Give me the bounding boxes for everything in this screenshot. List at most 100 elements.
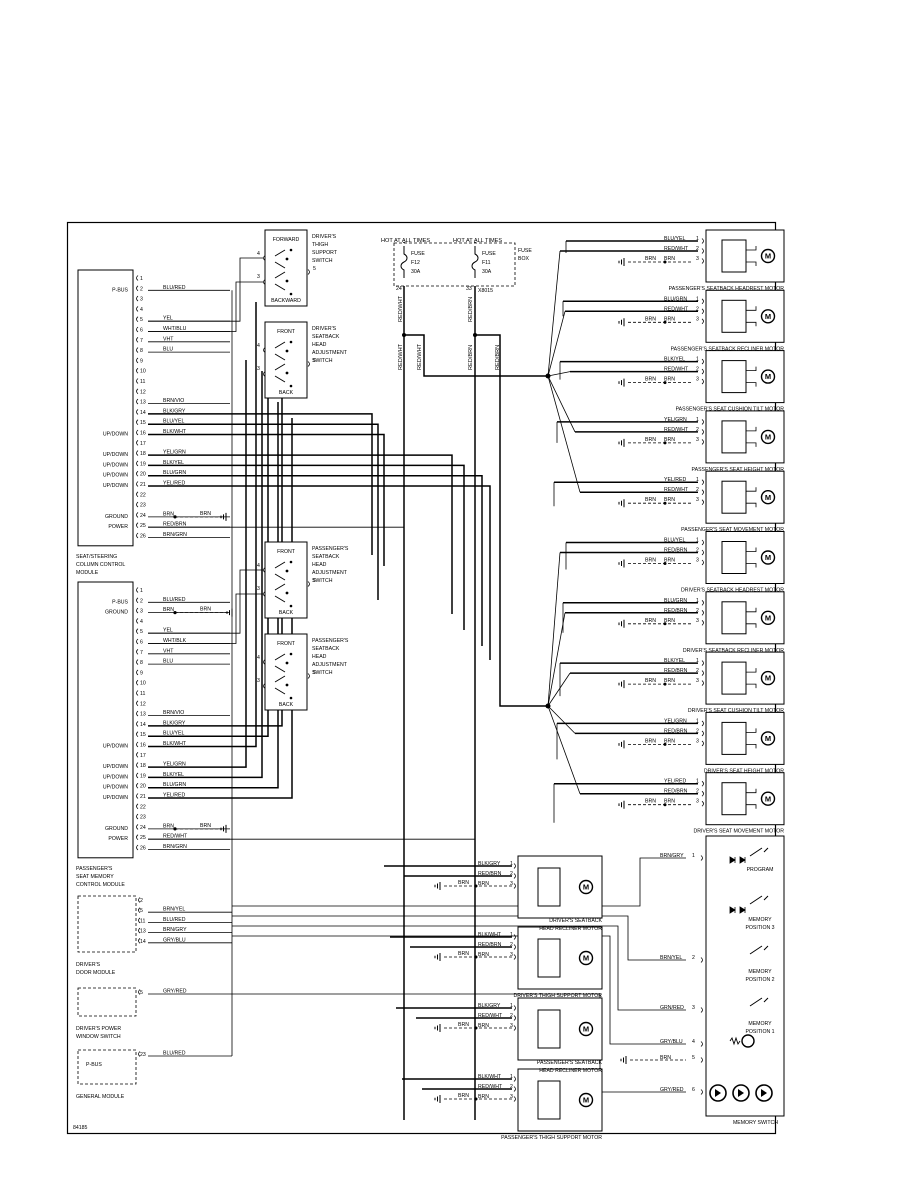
module-box-pass_memory — [77, 581, 134, 859]
motor-symbol: M — [765, 794, 771, 803]
motor-pin-number: 3 — [696, 256, 699, 262]
motor-wire-label: BRN — [664, 497, 675, 503]
switch-pin-label: 3 — [257, 274, 260, 280]
ground-icon — [618, 378, 625, 387]
switch-contact-icon — [274, 363, 286, 383]
switch-name: HEAD — [312, 562, 327, 568]
motor-winding-icon — [721, 541, 747, 574]
wire-label: BLU/RED — [163, 285, 186, 291]
motor-icon — [760, 791, 776, 806]
connector-icon — [701, 549, 704, 556]
motor-wire-label: RED/BRN — [478, 871, 502, 877]
switch-name: SWITCH — [312, 578, 333, 584]
splice-branch — [547, 311, 566, 377]
connector-icon — [136, 669, 139, 676]
ground-wire-label: BRN — [645, 497, 656, 503]
fuse-icon — [400, 246, 408, 278]
ground-icon — [618, 258, 625, 266]
motor-lead — [746, 366, 757, 387]
module-name: SEAT/STEERING — [76, 554, 117, 560]
module-box-window — [77, 987, 137, 1017]
motor-symbol: M — [765, 312, 771, 321]
motor-pin-number: 2 — [510, 1084, 513, 1090]
pin-number: 3 — [140, 297, 143, 303]
wire-label-red-wht: RED/WHT — [398, 295, 404, 322]
pin-number: 2 — [140, 286, 143, 292]
wire-label-red-brn: RED/BRN — [495, 345, 501, 370]
connector-icon — [513, 1086, 516, 1092]
pin-number: 8 — [140, 348, 143, 354]
motor-icon — [760, 369, 776, 384]
pin-number: 11 — [140, 379, 145, 385]
connector-icon — [263, 659, 266, 665]
switch-bottom-label: BACK — [279, 702, 294, 708]
splice-dot — [402, 333, 406, 337]
memory-switch-label: POSITION 3 — [745, 925, 774, 931]
motor-wire-label: RED/BRN — [664, 789, 688, 795]
ground-wire-label: BRN — [645, 678, 656, 684]
ground-wire-label: BRN — [200, 607, 211, 613]
module-name: WINDOW SWITCH — [76, 1034, 121, 1040]
connector-icon — [136, 648, 139, 655]
connector-icon — [138, 897, 141, 903]
module-signal-label: UP/DOWN — [103, 785, 128, 791]
wire-label: VHT — [163, 648, 174, 654]
connector-id-label: X8015 — [478, 288, 493, 294]
switch-contact-dot — [289, 248, 293, 252]
connector-icon — [136, 803, 139, 810]
connector-icon — [136, 762, 139, 768]
harness-wire — [148, 413, 373, 555]
motor-lead — [746, 668, 757, 689]
pin-number: 11 — [140, 691, 145, 697]
switch-pin-label: 5 — [313, 670, 316, 676]
red-wht-branch — [404, 334, 548, 377]
pin-number: 12 — [140, 389, 146, 395]
switch-pivot-icon — [285, 349, 289, 353]
fuse-f12-label: 30A — [411, 269, 421, 275]
switch-top-label: FORWARD — [273, 237, 300, 243]
connector-icon — [263, 683, 266, 689]
memory-contact-icon — [749, 847, 769, 857]
motor-wire-label: BRN — [664, 316, 675, 322]
motor-winding-icon — [721, 239, 747, 273]
wire-label-red-wht: RED/WHT — [417, 343, 423, 370]
pin-number: 23 — [140, 815, 146, 821]
harness-wire — [148, 433, 385, 566]
wire-label: BLK/WHT — [163, 741, 187, 747]
connector-icon — [701, 730, 704, 737]
motor-pin-number: 3 — [696, 738, 699, 744]
memory-pin-number: 3 — [692, 1005, 695, 1011]
motor-winding-icon — [721, 480, 747, 514]
pin-number: 26 — [140, 846, 146, 852]
ground-icon — [618, 619, 625, 628]
motor-symbol: M — [765, 734, 771, 743]
connector-icon — [701, 559, 704, 566]
wire-layer — [148, 240, 784, 1120]
wire-label: BLU/YEL — [163, 731, 184, 737]
ground-wire-label: BRN — [645, 738, 656, 744]
module-name: DRIVER'S POWER — [76, 1026, 121, 1032]
motor-pin-number: 1 — [696, 417, 699, 423]
connector-icon — [136, 316, 139, 323]
switch-name: ADJUSTMENT — [312, 570, 348, 576]
motor-wire-label: BRN — [664, 678, 675, 684]
motor-pin-number: 1 — [510, 1074, 513, 1080]
pin-number: 5 — [140, 629, 143, 635]
memory-feed — [232, 925, 686, 1011]
connector-icon — [513, 944, 516, 950]
switch-pin-label: 4 — [257, 655, 260, 661]
ground-wire-label: BRN — [458, 880, 469, 886]
connector-icon — [701, 670, 704, 676]
motor-icon — [578, 1092, 594, 1108]
switch-name: SEATBACK — [312, 646, 340, 652]
motor-pin-number: 3 — [510, 952, 513, 958]
module-signal-label: UP/DOWN — [103, 764, 128, 770]
motor-pin-number: 3 — [696, 558, 699, 564]
connector-icon — [701, 238, 704, 244]
memory-pin-number: 4 — [692, 1039, 695, 1045]
module-name: GENERAL MODULE — [76, 1094, 125, 1100]
connector-icon — [136, 367, 139, 374]
switch-bottom-label: BACKWARD — [271, 298, 301, 304]
motor-symbol: M — [765, 252, 771, 261]
pin-number: 25 — [140, 835, 146, 841]
